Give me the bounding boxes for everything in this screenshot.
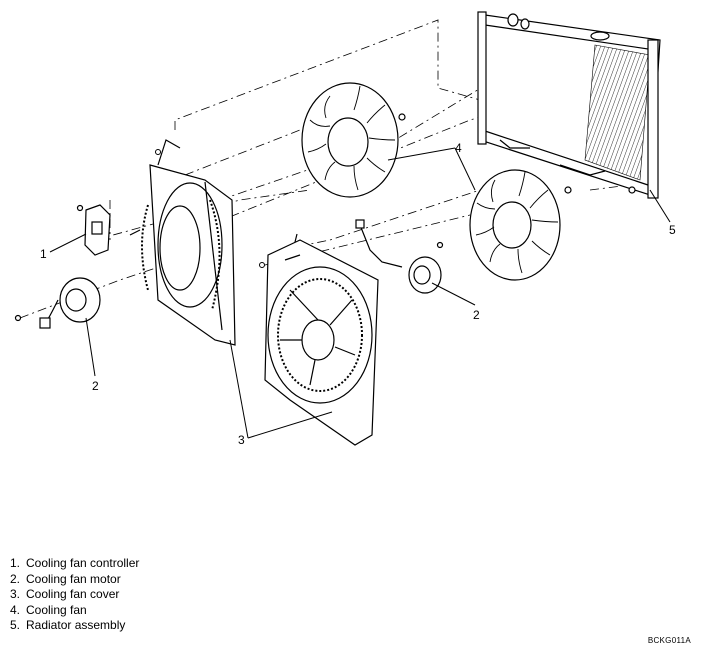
parts-legend: 1.Cooling fan controller 2.Cooling fan m… (10, 556, 139, 634)
leader-lines (49, 147, 671, 439)
bolts (155, 149, 265, 268)
callout-3: 3 (238, 433, 245, 447)
figure-code: BCKG011A (647, 636, 691, 645)
cooling-fan-cover-right (264, 233, 379, 446)
cooling-fan-controller (76, 204, 111, 256)
exploded-view-diagram: 1 2 3 4 2 5 (14, 11, 676, 447)
callout-1: 1 (40, 247, 47, 261)
callout-2-left: 2 (92, 379, 99, 393)
cooling-fan-motor-left (14, 277, 101, 329)
radiator-assembly (477, 11, 661, 199)
legend-item: 4.Cooling fan (10, 602, 87, 617)
cooling-fan-lower (469, 169, 572, 281)
cooling-fan-cover-left (129, 139, 236, 346)
callout-5: 5 (669, 223, 676, 237)
legend-item: 2.Cooling fan motor (10, 571, 121, 586)
legend-item: 3.Cooling fan cover (10, 587, 120, 602)
cooling-fan-upper (301, 82, 406, 198)
legend-item: 5.Radiator assembly (10, 618, 126, 633)
legend-item: 1.Cooling fan controller (10, 556, 140, 570)
callout-2-right: 2 (473, 308, 480, 322)
callout-4: 4 (455, 141, 462, 155)
